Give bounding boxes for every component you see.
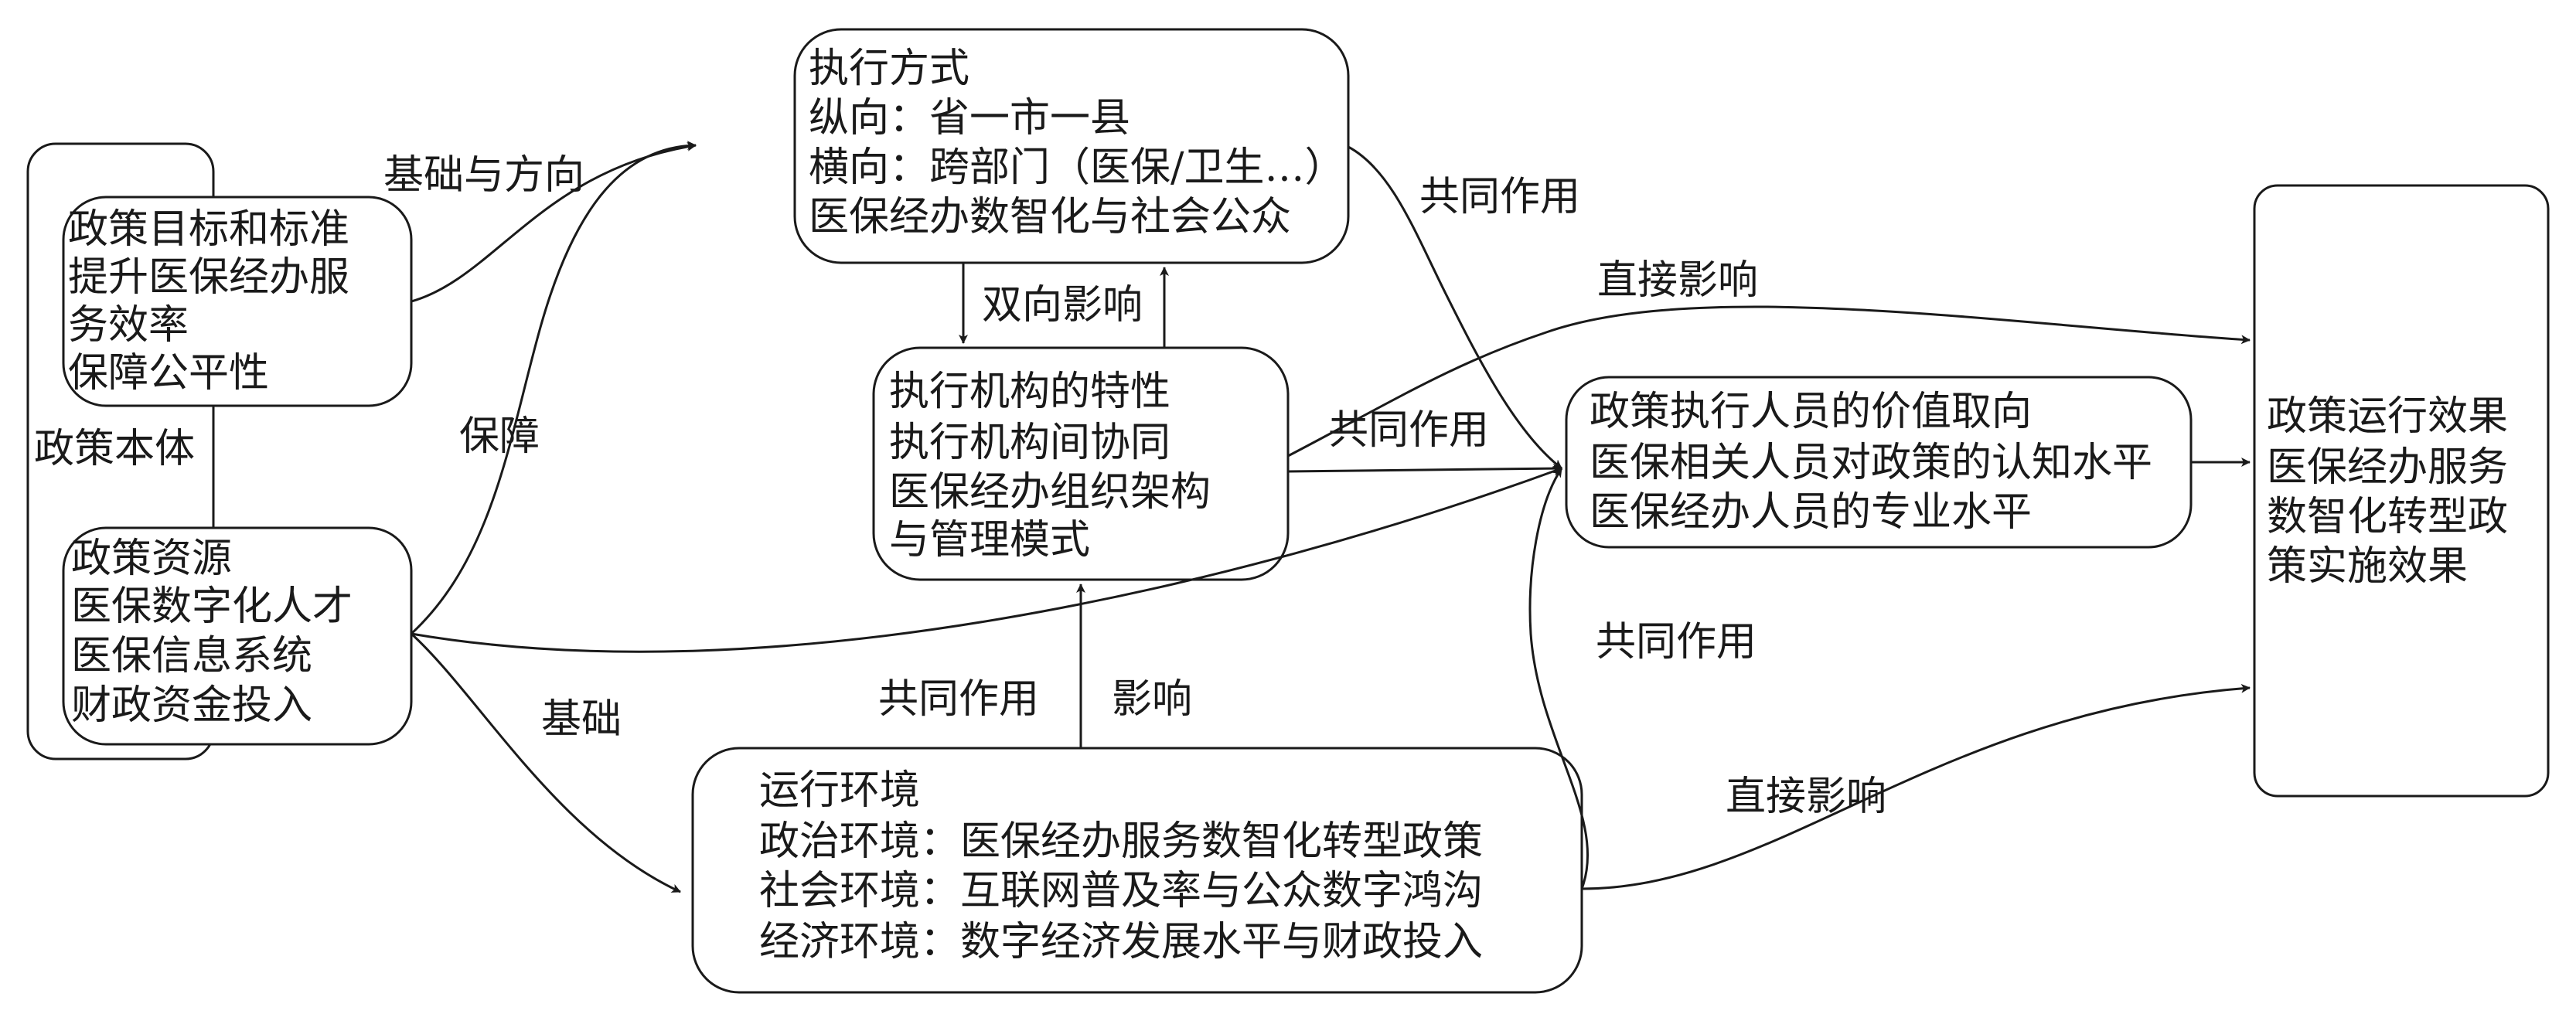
edge-resources-to-execution [410, 141, 697, 635]
staff-values-line-2: 医保相关人员对政策的认知水平 [1590, 440, 2152, 486]
label-joint-low: 共同作用 [1596, 619, 1757, 665]
policy-resources-line-4: 财政资金投入 [71, 682, 312, 729]
staff-values-text: 政策执行人员的价值取向 医保相关人员对政策的认知水平 医保经办人员的专业水平 [1590, 389, 2165, 536]
policy-resources-box [62, 526, 413, 746]
agency-traits-line-2: 执行机构间协同 [889, 420, 1170, 466]
edge-goals-to-execution [411, 141, 697, 303]
operating-env-text: 运行环境 政治环境：医保经办服务数智化转型政策 社会环境：互联网普及率与公众数字… [759, 767, 1496, 965]
operating-env-line-4: 经济环境：数字经济发展水平与财政投入 [759, 919, 1483, 965]
label-joint-mid: 共同作用 [1328, 407, 1489, 454]
agency-traits-box [872, 346, 1290, 581]
operating-env-line-3: 社会环境：互联网普及率与公众数字鸿沟 [759, 868, 1483, 914]
policy-resources-line-2: 医保数字化人才 [71, 584, 353, 630]
edge-env-to-effect [1581, 683, 2251, 890]
agency-traits-line-3: 医保经办组织架构 [889, 469, 1211, 516]
execution-mode-line-3: 横向：跨部门（医保/卫生…） [809, 145, 1345, 191]
policy-effect-line-4: 策实施效果 [2267, 543, 2468, 590]
label-joint-env: 共同作用 [878, 676, 1039, 723]
policy-goals-text: 政策目标和标准 提升医保经办服 务效率 保障公平性 [68, 206, 363, 396]
policy-effect-line-2: 医保经办服务 [2267, 444, 2508, 491]
edge-resources-to-env [410, 632, 681, 893]
label-guarantee: 保障 [459, 413, 540, 460]
edge-agency-to-staff [1287, 464, 1562, 474]
policy-resources-line-3: 医保信息系统 [71, 633, 312, 679]
label-direct-bottom: 直接影响 [1726, 774, 1886, 820]
execution-mode-text: 执行方式 纵向：省一市一县 横向：跨部门（医保/卫生…） 医保经办数智化与社会公… [809, 46, 1358, 240]
policy-effect-text: 政策运行效果 医保经办服务 数智化转型政 策实施效果 [2267, 393, 2521, 590]
edge-env-to-staff [1528, 468, 1590, 890]
policy-goals-line-4: 保障公平性 [68, 350, 269, 396]
label-basis: 基础 [541, 696, 622, 743]
execution-mode-box [793, 28, 1350, 264]
edge-agency-to-effect [1287, 305, 2251, 458]
agency-traits-line-1: 执行机构的特性 [889, 369, 1170, 415]
label-influence: 影响 [1112, 676, 1192, 723]
staff-values-line-1: 政策执行人员的价值取向 [1590, 389, 2032, 435]
staff-values-line-3: 医保经办人员的专业水平 [1590, 489, 2032, 536]
policy-resources-text: 政策资源 医保数字化人才 医保信息系统 财政资金投入 [71, 536, 366, 729]
operating-env-line-1: 运行环境 [759, 767, 920, 814]
policy-goals-line-2: 提升医保经办服 [68, 254, 349, 301]
policy-effect-line-3: 数智化转型政 [2267, 494, 2508, 540]
label-direct-top: 直接影响 [1597, 257, 1758, 304]
policy-effect-line-1: 政策运行效果 [2267, 393, 2508, 440]
policy-goals-line-1: 政策目标和标准 [68, 206, 349, 253]
edge-resources-to-staff [411, 467, 1562, 653]
policy-goals-line-3: 务效率 [68, 302, 189, 349]
policy-effect-box [2253, 184, 2550, 798]
operating-env-box [691, 747, 1583, 994]
execution-mode-line-4: 医保经办数智化与社会公众 [809, 194, 1291, 240]
operating-env-line-2: 政治环境：医保经办服务数智化转型政策 [759, 818, 1483, 865]
edge-execution-to-staff [1348, 145, 1562, 470]
label-bidirectional: 双向影响 [982, 282, 1143, 328]
execution-mode-line-1: 执行方式 [809, 46, 969, 92]
agency-traits-text: 执行机构的特性 执行机构间协同 医保经办组织架构 与管理模式 [889, 369, 1224, 563]
execution-mode-line-2: 纵向：省一市一县 [809, 95, 1130, 141]
policy-resources-line-1: 政策资源 [71, 536, 232, 582]
policy-body-label: 政策本体 [34, 426, 195, 472]
agency-traits-line-4: 与管理模式 [889, 517, 1090, 563]
label-basis-direction: 基础与方向 [383, 152, 584, 199]
label-joint-top: 共同作用 [1419, 174, 1580, 220]
